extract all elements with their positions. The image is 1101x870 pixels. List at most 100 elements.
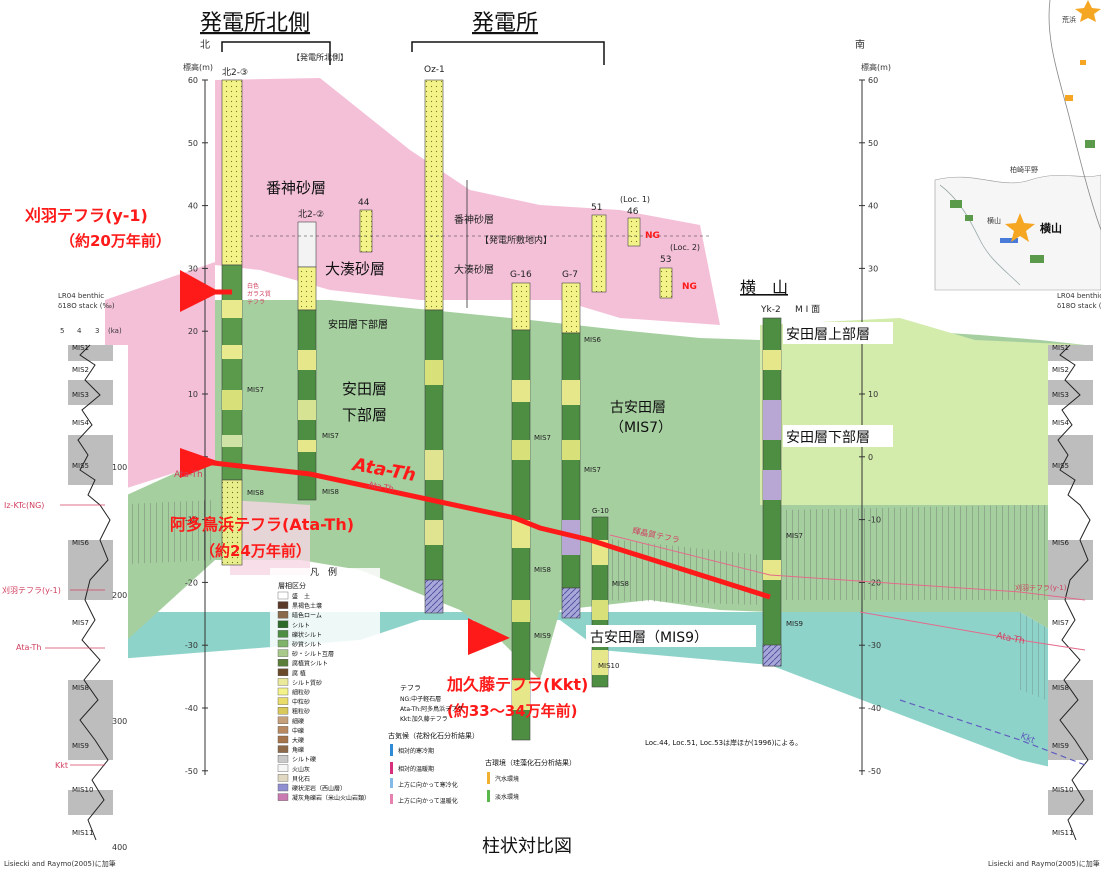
pink-left-wedge xyxy=(105,262,215,495)
mis-label: MIS10 xyxy=(72,786,93,794)
credit-left: Lisiecki and Raymo(2005)に加筆 xyxy=(4,859,116,868)
legend-tephra-item: NG:中子軽石層 xyxy=(400,695,441,703)
loc1-label: (Loc. 1) xyxy=(620,195,650,204)
hatched-zone-left xyxy=(105,500,215,565)
legend-swatch xyxy=(277,601,289,609)
plant-header: 発電所 xyxy=(472,11,538,36)
map-small-yokoyama-label: 横山 xyxy=(987,216,1001,225)
legend-item-label: 角礫 xyxy=(292,746,304,754)
legend-diatom: 古環境（珪藻化石分析結果） 汽水環境 淡水環境 xyxy=(485,758,576,802)
legend-pollen-item: 相対的寒冷期 xyxy=(398,747,434,755)
legend-swatch xyxy=(277,716,289,724)
mis9-band xyxy=(105,612,1085,775)
elev-tick-label: -10 xyxy=(185,516,198,525)
legend-pollen-title: 古気候（花粉化石分析結果） xyxy=(388,731,479,740)
borehole-g7: G-7 xyxy=(561,270,581,619)
figure-caption: 柱状対比図 xyxy=(482,836,572,857)
borehole-oz1: Oz-1 xyxy=(424,65,445,614)
mis-label: MIS9 xyxy=(72,742,89,750)
ominato-label: 大湊砂層 xyxy=(325,260,385,278)
mis-label: MIS5 xyxy=(72,462,89,470)
elev-tick-label: 60 xyxy=(188,76,198,85)
legend-swatch xyxy=(277,591,289,600)
legend-item-label: 火山灰 xyxy=(292,765,310,773)
legend-swatch xyxy=(277,620,289,628)
mis-label: MIS8 xyxy=(72,684,89,692)
borehole-kita2-3: 北2-③ xyxy=(221,67,248,566)
elev-tick-label: 30 xyxy=(868,264,878,273)
elev-tick-label: -10 xyxy=(868,516,881,525)
legend-swatch xyxy=(277,649,289,657)
borehole-53: 53 (Loc. 2) xyxy=(659,243,700,299)
legend-swatch xyxy=(277,745,289,753)
legend: 凡 例 層相区分 盛 土黒褐色土壌暗色ロームシルト礫状シルト砂質シルト砂・シルト… xyxy=(270,566,380,803)
mis-label: MIS7 xyxy=(72,619,89,627)
mis-label-right: MIS5 xyxy=(1052,462,1069,470)
ng-label-46: NG xyxy=(645,231,660,241)
legend-item-label: 盛 土 xyxy=(292,593,310,601)
borehole-44: 44 xyxy=(358,198,373,253)
pumice-note-1: 白色 xyxy=(247,282,259,290)
lr04-title-1: LR04 benthic xyxy=(58,292,104,300)
lr04-left-panel: LR04 benthic δ18O stack (‰) 5 4 3 (ka) 1… xyxy=(58,292,128,852)
kkt-age-label: (約33～34万年前) xyxy=(447,702,577,720)
yk2-surface-label: M I 面 xyxy=(795,304,820,315)
mis-tag: MIS10 xyxy=(598,662,619,670)
mis-tag: MIS7 xyxy=(786,532,803,540)
mis-label-right: MIS10 xyxy=(1052,786,1073,794)
legend-swatch xyxy=(277,639,289,648)
map-yokoyama-label: 横山 xyxy=(1040,221,1062,235)
mis-tag: MIS9 xyxy=(534,632,551,640)
elev-tick-label: 60 xyxy=(868,76,878,85)
ng-label-53: NG xyxy=(682,282,697,292)
legend-swatch xyxy=(277,735,289,744)
pumice-note-2: ガラス質 xyxy=(247,290,271,298)
legend-item-label: シルト xyxy=(292,622,310,629)
lr04-right-panel: LR04 benthic δ18O stack (‰) MIS1 MIS2 MI… xyxy=(1048,292,1101,845)
ata-left-small: Ata-Th xyxy=(174,470,203,480)
legend-diatom-item: 汽水環境 xyxy=(495,775,519,783)
mis-tag: MIS7 xyxy=(584,466,601,474)
kkt-marker xyxy=(468,618,510,655)
legend-item-label: 大礫 xyxy=(292,737,304,745)
borehole-label-g10: G-10 xyxy=(592,507,609,515)
legend-pollen-item: 上方に向かって寒冷化 xyxy=(398,781,458,789)
lr04-scale-ka: (ka) xyxy=(108,327,122,335)
mis-label-right: MIS4 xyxy=(1052,419,1070,427)
south-label: 南 xyxy=(855,38,865,51)
lr04-age-300: 300 xyxy=(112,717,127,726)
legend-tephra-title: テフラ xyxy=(400,684,421,692)
borehole-label-44: 44 xyxy=(358,198,370,208)
elev-tick-label: -20 xyxy=(868,578,881,587)
mis-label: MIS4 xyxy=(72,419,90,427)
elev-tick-label: -50 xyxy=(868,767,881,776)
lr04-title-2-right: δ18O stack (‰) xyxy=(1057,302,1101,310)
yokoyama-header: 横 山 xyxy=(740,278,788,297)
legend-swatch xyxy=(277,707,289,715)
legend-swatch xyxy=(277,678,289,686)
plant-site-note: 【発電所敷地内】 xyxy=(480,234,552,246)
legend-tephra-item: Ata-Th:阿多鳥浜テフラ xyxy=(400,705,463,713)
legend-item-label: 凝灰角礫岩（米山火山岩類） xyxy=(292,794,370,802)
elev-tick-label: -30 xyxy=(868,641,881,650)
legend-pollen: 古気候（花粉化石分析結果） 相対的寒冷期 相対的温暖期 上方に向かって寒冷化 上… xyxy=(388,731,479,805)
elev-axis-title-left: 標高(m) xyxy=(183,62,213,72)
mis-label-right: MIS9 xyxy=(1052,742,1069,750)
borehole-g10: G-10 xyxy=(591,507,609,688)
borehole-yk2: Yk-2 M I 面 xyxy=(760,304,820,667)
legend-swatch xyxy=(277,659,289,667)
lr04-scale-4: 4 xyxy=(77,327,82,335)
legend-item-label: 暗色ローム xyxy=(292,612,322,620)
legend-swatch xyxy=(277,793,289,801)
north-bracket-note: 【発電所北側】 xyxy=(292,52,348,62)
banjin-label: 番神砂層 xyxy=(266,179,326,197)
mis-label: MIS3 xyxy=(72,391,89,399)
borehole-label-oz1: Oz-1 xyxy=(424,65,445,75)
elev-tick-label: 40 xyxy=(868,202,878,211)
yasuda-lower-label-1: 安田層 xyxy=(342,380,387,398)
kkt-tephra-label: 加久藤テフラ(Kkt) xyxy=(446,675,588,694)
mis-tag: MIS8 xyxy=(322,488,339,496)
mis-tag: MIS9 xyxy=(786,620,803,628)
